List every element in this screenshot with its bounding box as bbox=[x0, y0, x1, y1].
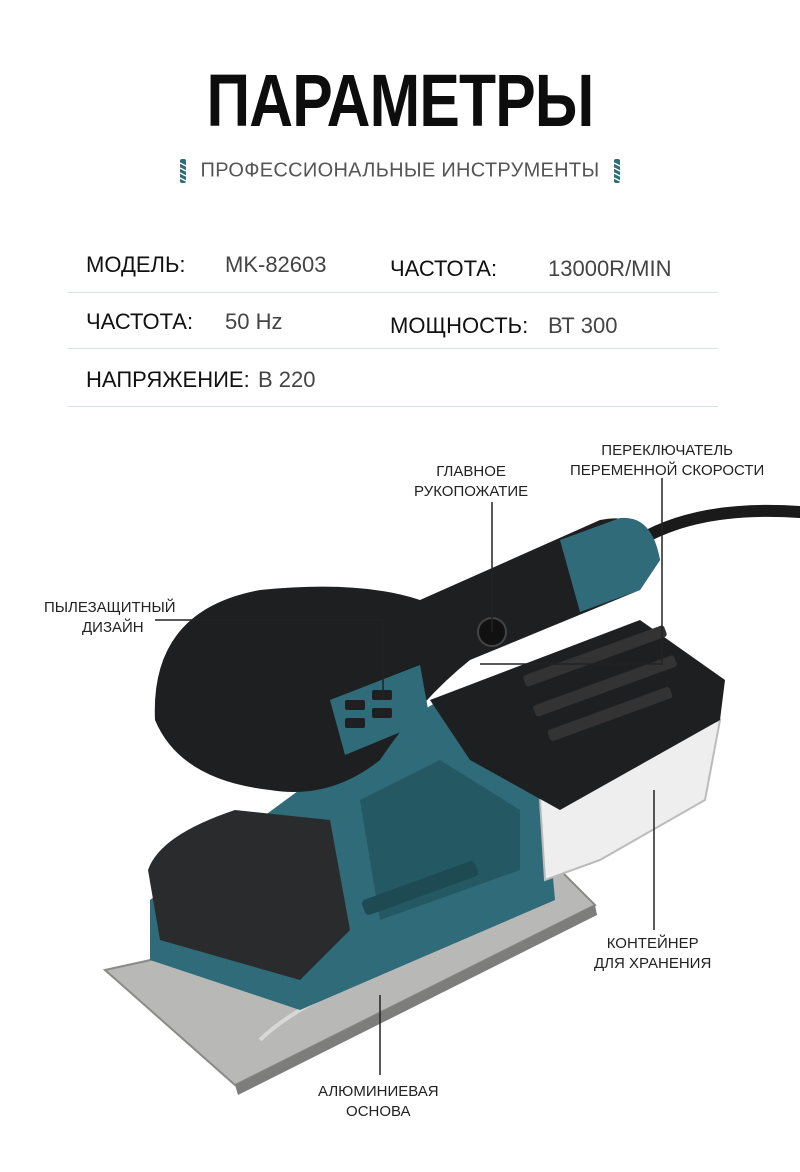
callout-container: КОНТЕЙНЕР ДЛЯ ХРАНЕНИЯ bbox=[594, 934, 711, 974]
callout-text: КОНТЕЙНЕР bbox=[606, 935, 699, 952]
model-label: МОДЕЛЬ: bbox=[86, 252, 186, 277]
callout-base: АЛЮМИНИЕВАЯ ОСНОВА bbox=[318, 1082, 439, 1122]
callout-text: ПЕРЕМЕННОЙ СКОРОСТИ bbox=[570, 462, 765, 479]
callout-text: ПЕРЕКЛЮЧАТЕЛЬ bbox=[601, 442, 733, 459]
callout-text: ГЛАВНОЕ bbox=[436, 463, 506, 480]
drill-bit-icon bbox=[614, 159, 621, 183]
callout-text: РУКОПОЖАТИЕ bbox=[414, 483, 529, 500]
callout-text: ОСНОВА bbox=[346, 1103, 411, 1120]
spec-row-2: ЧАСТОТА: 50 Hz МОЩНОСТЬ: ВТ 300 bbox=[68, 292, 718, 349]
subtitle-text: ПРОФЕССИОНАЛЬНЫЕ ИНСТРУМЕНТЫ bbox=[200, 159, 600, 182]
callout-text: АЛЮМИНИЕВАЯ bbox=[318, 1083, 439, 1100]
callout-dustproof: ПЫЛЕЗАЩИТНЫЙ ДИЗАЙН bbox=[44, 598, 176, 638]
callout-text: ДИЗАЙН bbox=[82, 619, 144, 636]
power-cord bbox=[634, 504, 800, 546]
orbital-sander-illustration bbox=[102, 478, 800, 1095]
frequency-label: ЧАСТОТА: bbox=[86, 309, 194, 334]
speed-label: ЧАСТОТА: bbox=[390, 256, 498, 281]
page-title: ПАРАМЕТРЫ bbox=[206, 59, 595, 142]
voltage-value: В 220 bbox=[258, 367, 316, 392]
handle-accent bbox=[560, 517, 660, 612]
frequency-value: 50 Hz bbox=[225, 309, 283, 334]
callout-text: ПЫЛЕЗАЩИТНЫЙ bbox=[44, 599, 176, 616]
dust-leader bbox=[155, 619, 384, 700]
palm-grip bbox=[154, 518, 661, 792]
callout-speed-switch: ПЕРЕКЛЮЧАТЕЛЬ ПЕРЕМЕННОЙ СКОРОСТИ bbox=[570, 441, 764, 481]
front-grip-pad bbox=[148, 810, 350, 980]
spec-row-1: МОДЕЛЬ: MK-82603 ЧАСТОТА: 13000R/MIN bbox=[68, 236, 718, 293]
page-subtitle: ПРОФЕССИОНАЛЬНЫЕ ИНСТРУМЕНТЫ bbox=[0, 159, 800, 183]
spec-row-3: НАПРЯЖЕНИЕ: В 220 bbox=[68, 350, 718, 407]
power-label: МОЩНОСТЬ: bbox=[390, 313, 529, 338]
model-value: MK-82603 bbox=[225, 252, 327, 277]
power-value: ВТ 300 bbox=[548, 313, 618, 338]
callout-text: ДЛЯ ХРАНЕНИЯ bbox=[594, 955, 712, 972]
voltage-label: НАПРЯЖЕНИЕ: bbox=[86, 367, 250, 392]
speed-value: 13000R/MIN bbox=[548, 256, 672, 281]
callout-main-handle: ГЛАВНОЕ РУКОПОЖАТИЕ bbox=[414, 462, 528, 502]
drill-bit-icon bbox=[179, 159, 186, 183]
switch-leader bbox=[480, 478, 663, 665]
side-vent bbox=[362, 861, 478, 915]
